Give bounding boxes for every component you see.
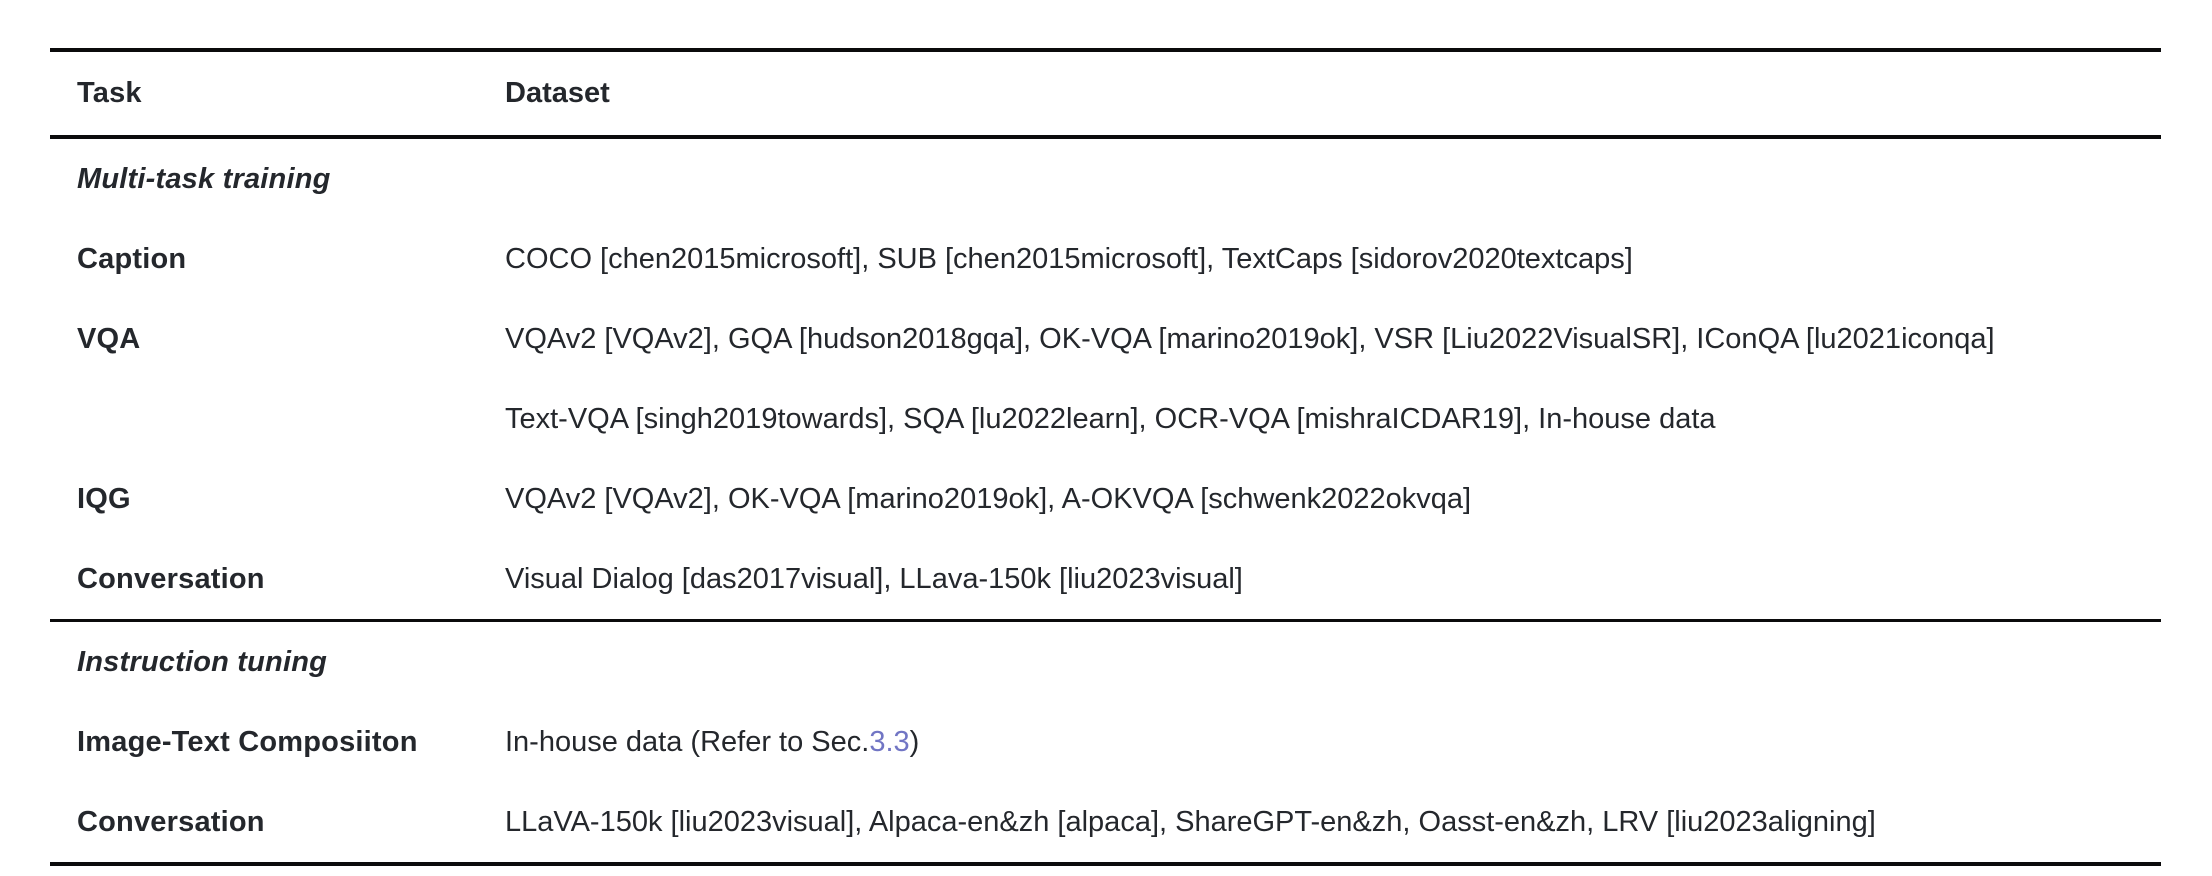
table-header-rule — [50, 135, 2161, 139]
table-row-conversation-instruction: Conversation LLaVA-150k [liu2023visual],… — [50, 782, 2161, 862]
dataset-text-after-ref: ) — [909, 725, 920, 758]
table-row-image-text-composition: Image-Text Composiiton In-house data (Re… — [50, 702, 2161, 782]
column-header-task: Task — [77, 77, 142, 110]
table-row-conversation-multitask: Conversation Visual Dialog [das2017visua… — [50, 539, 2161, 619]
task-cell: VQA — [77, 322, 141, 355]
section-title-instruction-tuning: Instruction tuning — [50, 622, 2161, 702]
dataset-cell: In-house data (Refer to Sec.3.3) — [505, 725, 2161, 760]
task-cell: Image-Text Composiiton — [77, 725, 418, 758]
dataset-cell: Visual Dialog [das2017visual], LLava-150… — [505, 562, 1243, 595]
table-header-row: Task Dataset — [50, 52, 2161, 135]
table-row-vqa-continued: Text-VQA [singh2019towards], SQA [lu2022… — [50, 379, 2161, 459]
task-cell: IQG — [77, 482, 131, 515]
table-bottom-rule — [50, 862, 2161, 866]
table-top-rule — [50, 48, 2161, 52]
table-row-iqg: IQG VQAv2 [VQAv2], OK-VQA [marino2019ok]… — [50, 459, 2161, 539]
section-title-label: Multi-task training — [77, 162, 331, 195]
dataset-cell: COCO [chen2015microsoft], SUB [chen2015m… — [505, 242, 1633, 275]
dataset-text-before-ref: In-house data (Refer to Sec. — [505, 725, 870, 758]
section-title-label: Instruction tuning — [77, 645, 328, 678]
task-cell: Caption — [77, 242, 187, 275]
dataset-cell: VQAv2 [VQAv2], OK-VQA [marino2019ok], A-… — [505, 482, 1472, 515]
column-header-dataset: Dataset — [505, 77, 610, 110]
section-ref-link[interactable]: 3.3 — [869, 725, 910, 758]
table-section-rule — [50, 619, 2161, 622]
datasets-table: Task Dataset Multi-task training Caption… — [50, 48, 2161, 866]
task-cell: Conversation — [77, 805, 265, 838]
task-cell: Conversation — [77, 562, 265, 595]
table-row-vqa: VQA VQAv2 [VQAv2], GQA [hudson2018gqa], … — [50, 299, 2161, 379]
dataset-cell: LLaVA-150k [liu2023visual], Alpaca-en&zh… — [505, 805, 1876, 838]
dataset-cell: VQAv2 [VQAv2], GQA [hudson2018gqa], OK-V… — [505, 322, 1995, 355]
dataset-cell: Text-VQA [singh2019towards], SQA [lu2022… — [505, 402, 1716, 435]
table-row-caption: Caption COCO [chen2015microsoft], SUB [c… — [50, 219, 2161, 299]
section-title-multi-task-training: Multi-task training — [50, 139, 2161, 219]
